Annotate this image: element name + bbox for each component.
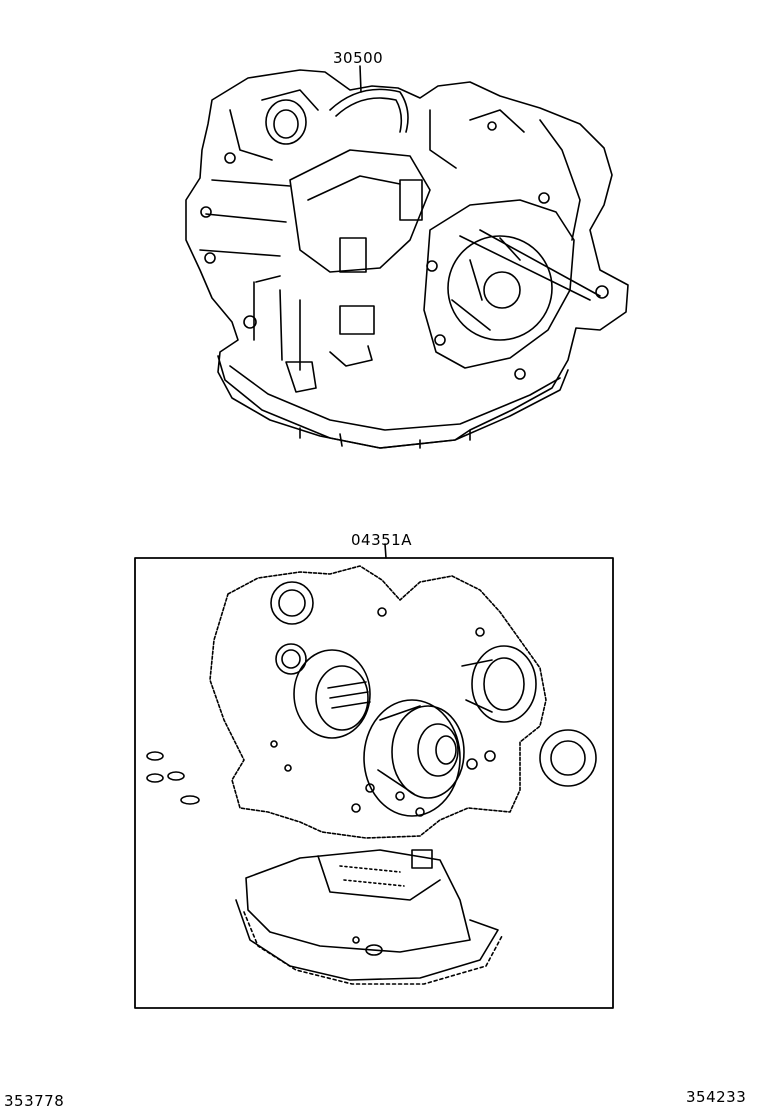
gasket-kit-part-number: 04351A (351, 531, 412, 549)
transmission-assembly-drawing (185, 65, 629, 449)
illustration-id-left: 353778 (4, 1092, 65, 1110)
illustration-id-right: 354233 (686, 1088, 747, 1106)
gasket-kit-box (134, 557, 614, 1009)
transmission-part-number: 30500 (333, 49, 384, 67)
kit-leader-line (384, 543, 387, 559)
gasket-kit-drawing (146, 565, 597, 985)
